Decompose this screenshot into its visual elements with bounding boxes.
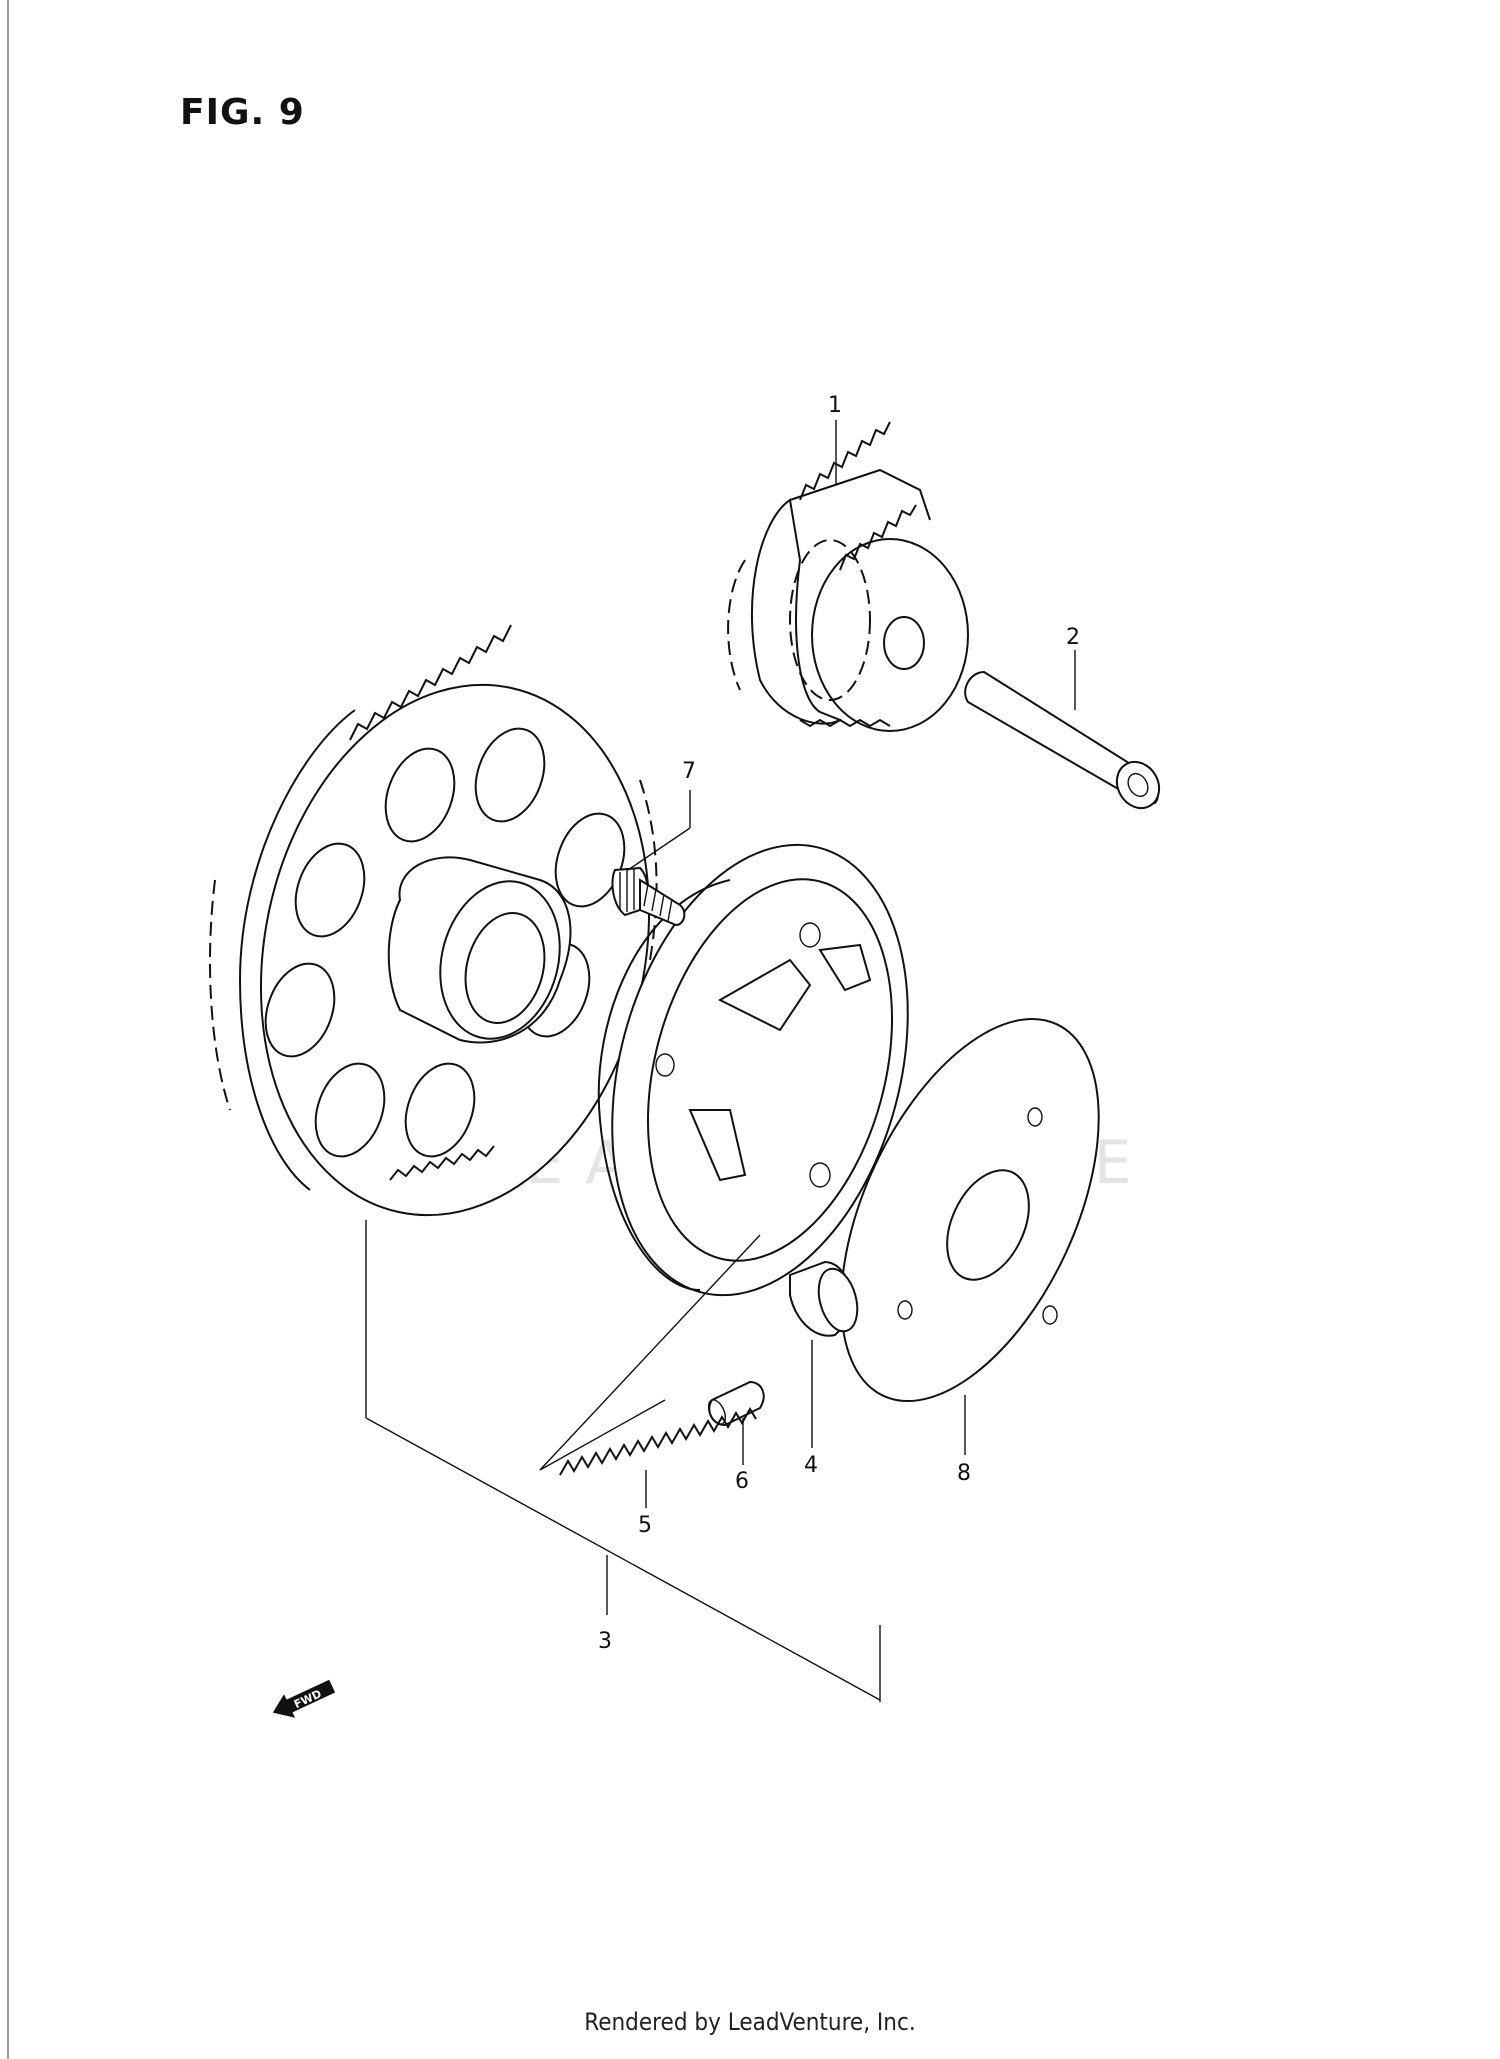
part-6-pin[interactable]	[705, 1380, 765, 1427]
callout-2: 2	[1066, 625, 1080, 650]
footer-credit: Rendered by LeadVenture, Inc.	[584, 2008, 916, 2036]
part-3-clutch-housing[interactable]	[565, 812, 955, 1329]
callout-1: 1	[828, 393, 842, 418]
callout-8: 8	[957, 1461, 971, 1486]
part-3-starter-clutch-gear[interactable]	[209, 624, 697, 1252]
leader-lines	[365, 420, 1076, 1702]
callout-4: 4	[804, 1453, 818, 1478]
part-8-plate[interactable]	[788, 980, 1152, 1440]
part-4-roller[interactable]	[789, 1260, 864, 1337]
fwd-arrow-icon: FWD	[272, 1679, 336, 1718]
callout-6: 6	[735, 1469, 749, 1494]
callout-3: 3	[598, 1629, 612, 1654]
part-2-shaft[interactable]	[964, 670, 1167, 816]
figure-title: FIG. 9	[180, 92, 305, 133]
callout-7: 7	[682, 759, 696, 784]
part-1-idle-gear[interactable]	[727, 421, 969, 732]
part-5-spring[interactable]	[559, 1407, 757, 1476]
callout-5: 5	[638, 1513, 652, 1538]
part-7-bolt[interactable]	[611, 866, 686, 927]
